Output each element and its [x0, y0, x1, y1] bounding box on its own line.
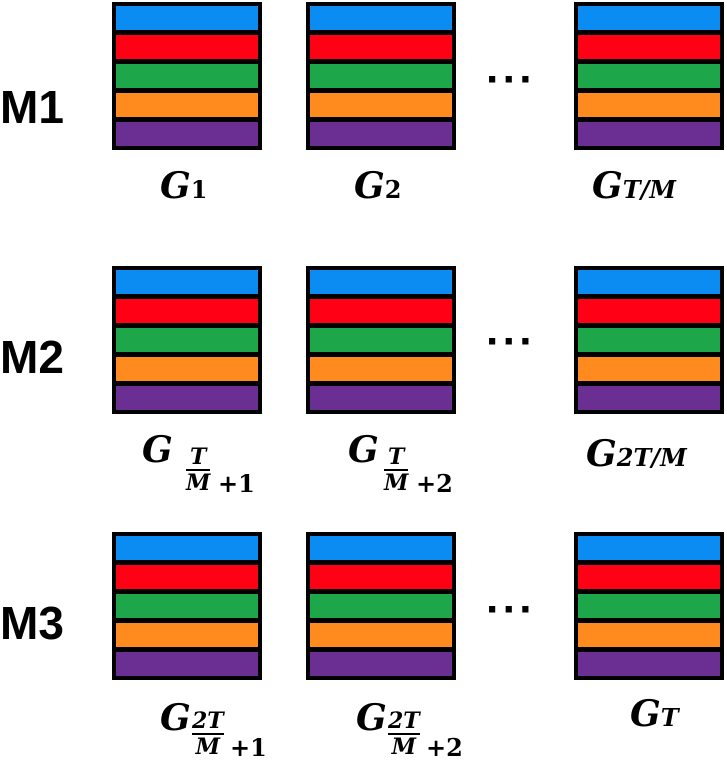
- stripe-purple: [310, 652, 452, 676]
- gradient-stack: [574, 2, 724, 150]
- stripe-blue: [116, 6, 258, 30]
- stripe-red: [310, 565, 452, 589]
- stripe-blue: [310, 270, 452, 294]
- stripe-red: [116, 35, 258, 59]
- stripe-purple: [578, 122, 720, 146]
- ellipsis: ···: [486, 585, 536, 634]
- stripe-red: [578, 299, 720, 323]
- stripe-blue: [310, 6, 452, 30]
- caption-g-2t-over-m-plus-1: G 2T M +1: [160, 697, 267, 762]
- stripe-green: [116, 64, 258, 88]
- row-label-m2: M2: [0, 331, 64, 383]
- stripe-green: [310, 594, 452, 618]
- stripe-orange: [310, 623, 452, 647]
- stripe-blue: [116, 536, 258, 560]
- gradient-stack: [574, 532, 724, 680]
- stripe-red: [578, 35, 720, 59]
- stripe-orange: [310, 93, 452, 117]
- stripe-orange: [116, 93, 258, 117]
- gradient-stack: [306, 2, 456, 150]
- caption-g2: G2: [354, 165, 402, 207]
- ellipsis: ···: [486, 55, 536, 104]
- stripe-green: [578, 328, 720, 352]
- stripe-orange: [578, 93, 720, 117]
- caption-g-t-over-m-plus-1: G T M +1: [142, 429, 255, 498]
- stripe-red: [310, 35, 452, 59]
- stripe-purple: [116, 652, 258, 676]
- stripe-purple: [310, 122, 452, 146]
- stripe-purple: [310, 386, 452, 410]
- stripe-orange: [578, 623, 720, 647]
- stripe-blue: [578, 270, 720, 294]
- stripe-orange: [116, 623, 258, 647]
- row-label-m1: M1: [0, 81, 64, 133]
- stripe-green: [116, 594, 258, 618]
- stripe-green: [310, 64, 452, 88]
- gradient-stack: [112, 2, 262, 150]
- stripe-orange: [116, 357, 258, 381]
- gradient-stack: [112, 532, 262, 680]
- gradient-stack: [306, 532, 456, 680]
- stripe-blue: [578, 6, 720, 30]
- stripe-green: [310, 328, 452, 352]
- caption-g-2t-over-m-plus-2: G 2T M +2: [356, 697, 463, 762]
- caption-g-t-over-m-plus-2: G T M +2: [348, 429, 453, 498]
- stripe-red: [578, 565, 720, 589]
- ellipsis: ···: [486, 317, 536, 366]
- gradient-stack: [306, 266, 456, 414]
- gradient-stack: [112, 266, 262, 414]
- caption-g-2t-over-m: G2T/M: [586, 433, 687, 475]
- stripe-orange: [310, 357, 452, 381]
- caption-g-t-over-m: GT/M: [592, 165, 676, 207]
- stripe-red: [116, 565, 258, 589]
- stripe-purple: [116, 386, 258, 410]
- stripe-red: [116, 299, 258, 323]
- stripe-orange: [578, 357, 720, 381]
- row-label-m3: M3: [0, 597, 64, 649]
- stripe-green: [578, 594, 720, 618]
- stripe-purple: [578, 386, 720, 410]
- gradient-stack: [574, 266, 724, 414]
- caption-g-t: GT: [630, 693, 679, 735]
- stripe-purple: [578, 652, 720, 676]
- stripe-red: [310, 299, 452, 323]
- stripe-green: [578, 64, 720, 88]
- caption-g1: G1: [160, 165, 208, 207]
- stripe-blue: [578, 536, 720, 560]
- stripe-green: [116, 328, 258, 352]
- stripe-blue: [310, 536, 452, 560]
- stripe-blue: [116, 270, 258, 294]
- stripe-purple: [116, 122, 258, 146]
